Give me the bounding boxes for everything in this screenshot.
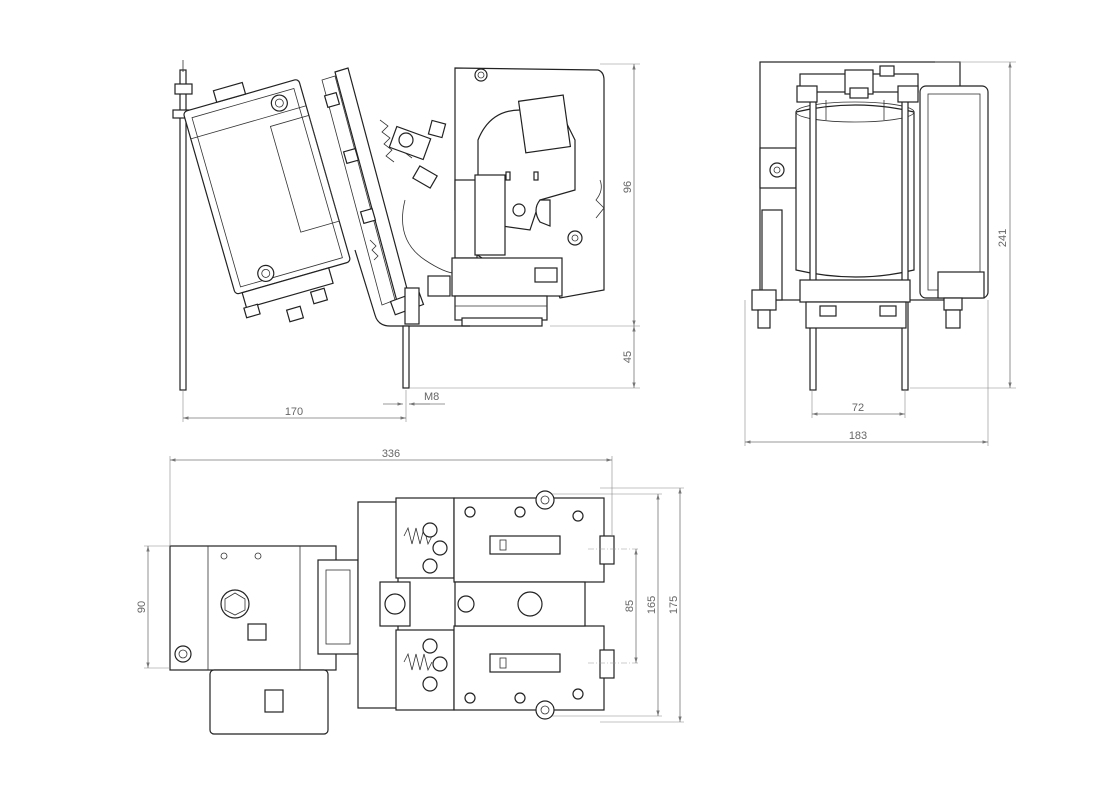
- spring-linkage: [369, 119, 466, 274]
- brake-shoe-block: [389, 174, 563, 327]
- tilted-mounting-plate: [243, 67, 411, 323]
- dim-96: 96: [550, 63, 640, 327]
- thread-m8-callout: M8: [383, 391, 445, 406]
- dim-72-label: 72: [852, 402, 864, 414]
- motor-cylinder: [795, 100, 915, 278]
- dim-90: 90: [136, 545, 170, 669]
- lower-linkage: [395, 625, 615, 720]
- dim-183-label: 183: [849, 430, 867, 442]
- bottom-bracket: [354, 249, 470, 389]
- dim-90-label: 90: [136, 601, 148, 613]
- dim-85: 85: [624, 549, 638, 663]
- motor-box: [169, 545, 359, 735]
- dim-241-label: 241: [997, 229, 1009, 247]
- dim-96-label: 96: [622, 181, 634, 193]
- dim-165: 165: [552, 493, 662, 717]
- dim-170-label: 170: [285, 406, 303, 418]
- front-view: 241 72 183: [744, 61, 1016, 446]
- dim-45-label: 45: [622, 351, 634, 363]
- dim-336: 336: [169, 448, 613, 546]
- top-view: 336 90 85 165 175: [136, 448, 684, 735]
- dim-165-label: 165: [646, 596, 658, 614]
- dim-85-label: 85: [624, 600, 636, 612]
- dim-45: 45: [410, 326, 640, 389]
- dim-241: 241: [910, 61, 1016, 389]
- upper-linkage: [395, 490, 615, 583]
- thread-m8-label: M8: [424, 391, 439, 403]
- dim-175-label: 175: [668, 596, 680, 614]
- dim-336-label: 336: [382, 448, 400, 460]
- dim-175: 175: [600, 487, 684, 723]
- tilted-motor-body: [183, 79, 351, 309]
- dim-72: 72: [811, 390, 906, 418]
- dim-170: 170: [182, 390, 407, 422]
- side-view: 96 45 170 M8: [172, 60, 640, 422]
- dim-183: 183: [744, 300, 989, 446]
